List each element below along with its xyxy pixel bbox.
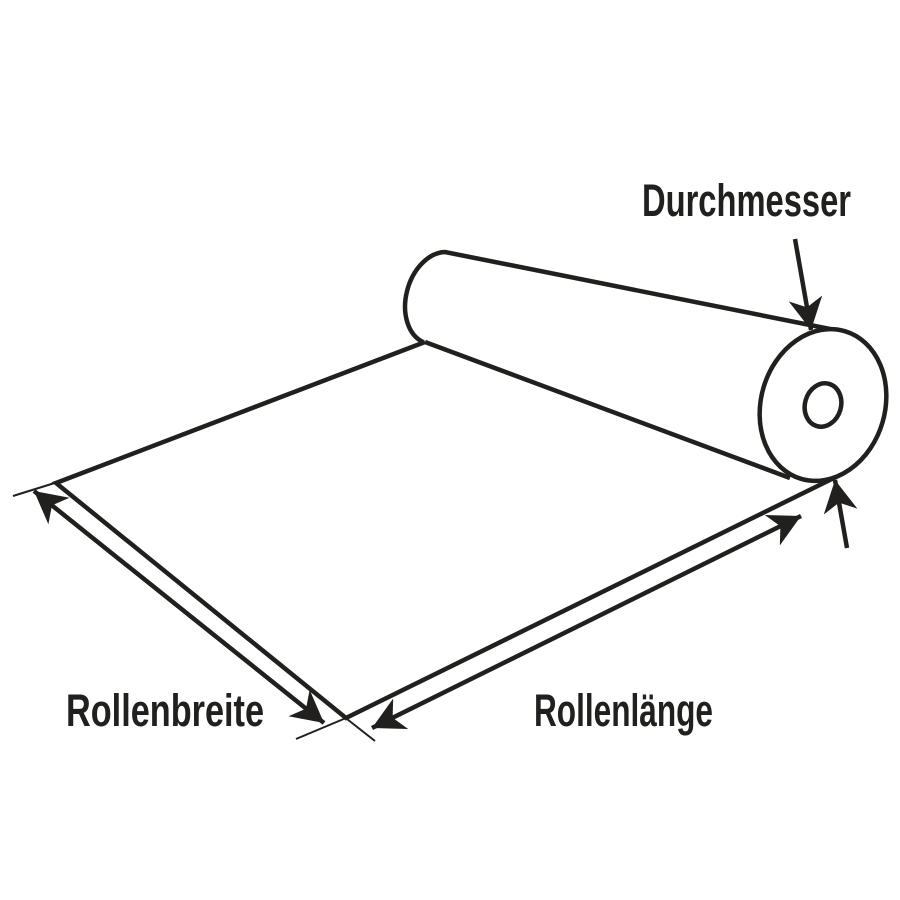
diameter-arrow — [788, 238, 823, 331]
roll-width-label: Rollenbreite — [66, 685, 264, 736]
roll-core-hole — [802, 381, 844, 429]
roll-body — [402, 249, 846, 345]
sheet-outline — [51, 339, 843, 721]
length-dimension-arrow — [371, 513, 802, 731]
diameter-pointer-bottom — [823, 479, 858, 549]
roll-length-label: Rollenlänge — [534, 685, 713, 736]
diameter-label: Durchmesser — [642, 175, 851, 226]
extension-tick-bottom-left — [295, 717, 347, 740]
extension-tick-top-left — [12, 480, 62, 497]
width-dimension-arrow — [32, 489, 326, 725]
roll-end-face — [757, 326, 889, 484]
extension-tick-bottom-right — [337, 711, 376, 742]
roll-bottom-edge — [424, 339, 791, 481]
